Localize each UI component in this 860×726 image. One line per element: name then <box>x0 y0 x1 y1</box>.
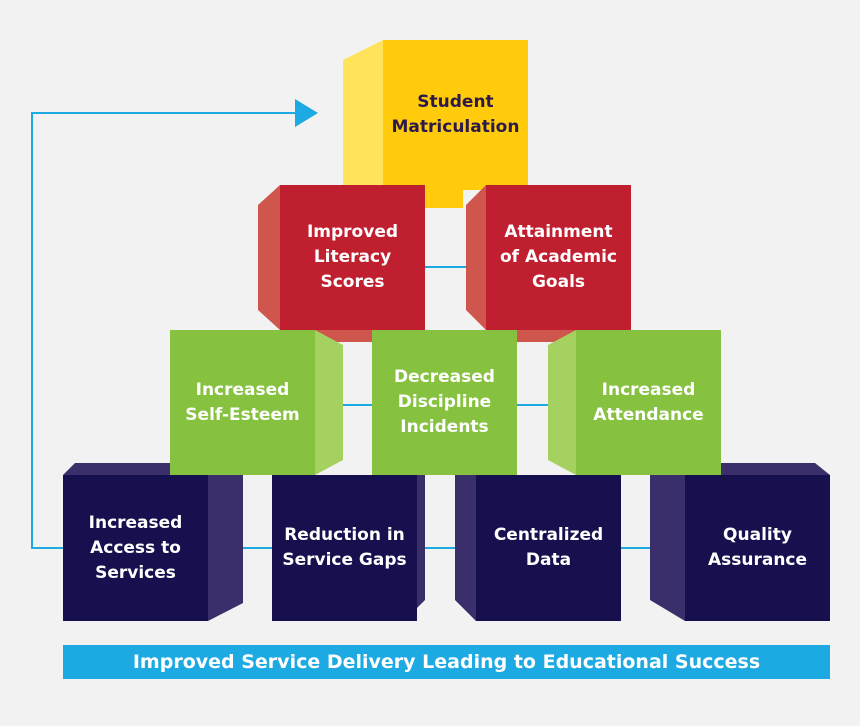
label-increased-attendance: Increased Attendance <box>593 379 704 425</box>
feedback-arrow-head <box>295 99 318 127</box>
block-increased-attendance <box>548 330 721 475</box>
label-increased-access: Increased Access to Services <box>88 512 183 583</box>
label-increased-self-esteem: Increased Self-Esteem <box>185 379 300 425</box>
label-decreased-discipline: Decreased Discipline Incidents <box>394 367 495 437</box>
label-quality-assurance: Quality Assurance <box>707 525 808 570</box>
label-attainment-goals: Attainment of Academic Goals <box>499 222 618 292</box>
label-reduction-gaps: Reduction in Service Gaps <box>282 525 407 570</box>
feedback-loop-line <box>31 112 300 549</box>
block-decreased-discipline <box>372 330 517 475</box>
block-increased-self-esteem <box>170 330 343 475</box>
label-centralized-data: Centralized Data <box>493 525 604 570</box>
block-quality-assurance <box>650 463 830 621</box>
label-improved-literacy: Improved Literacy Scores <box>306 222 399 292</box>
banner-text: Improved Service Delivery Leading to Edu… <box>132 651 761 673</box>
block-increased-access <box>63 463 243 621</box>
label-student-matriculation: Student Matriculation <box>391 92 520 137</box>
summary-banner: Improved Service Delivery Leading to Edu… <box>63 645 830 679</box>
block-centralized-data <box>455 475 621 621</box>
block-reduction-gaps <box>272 475 425 621</box>
block-improved-literacy <box>258 185 425 342</box>
